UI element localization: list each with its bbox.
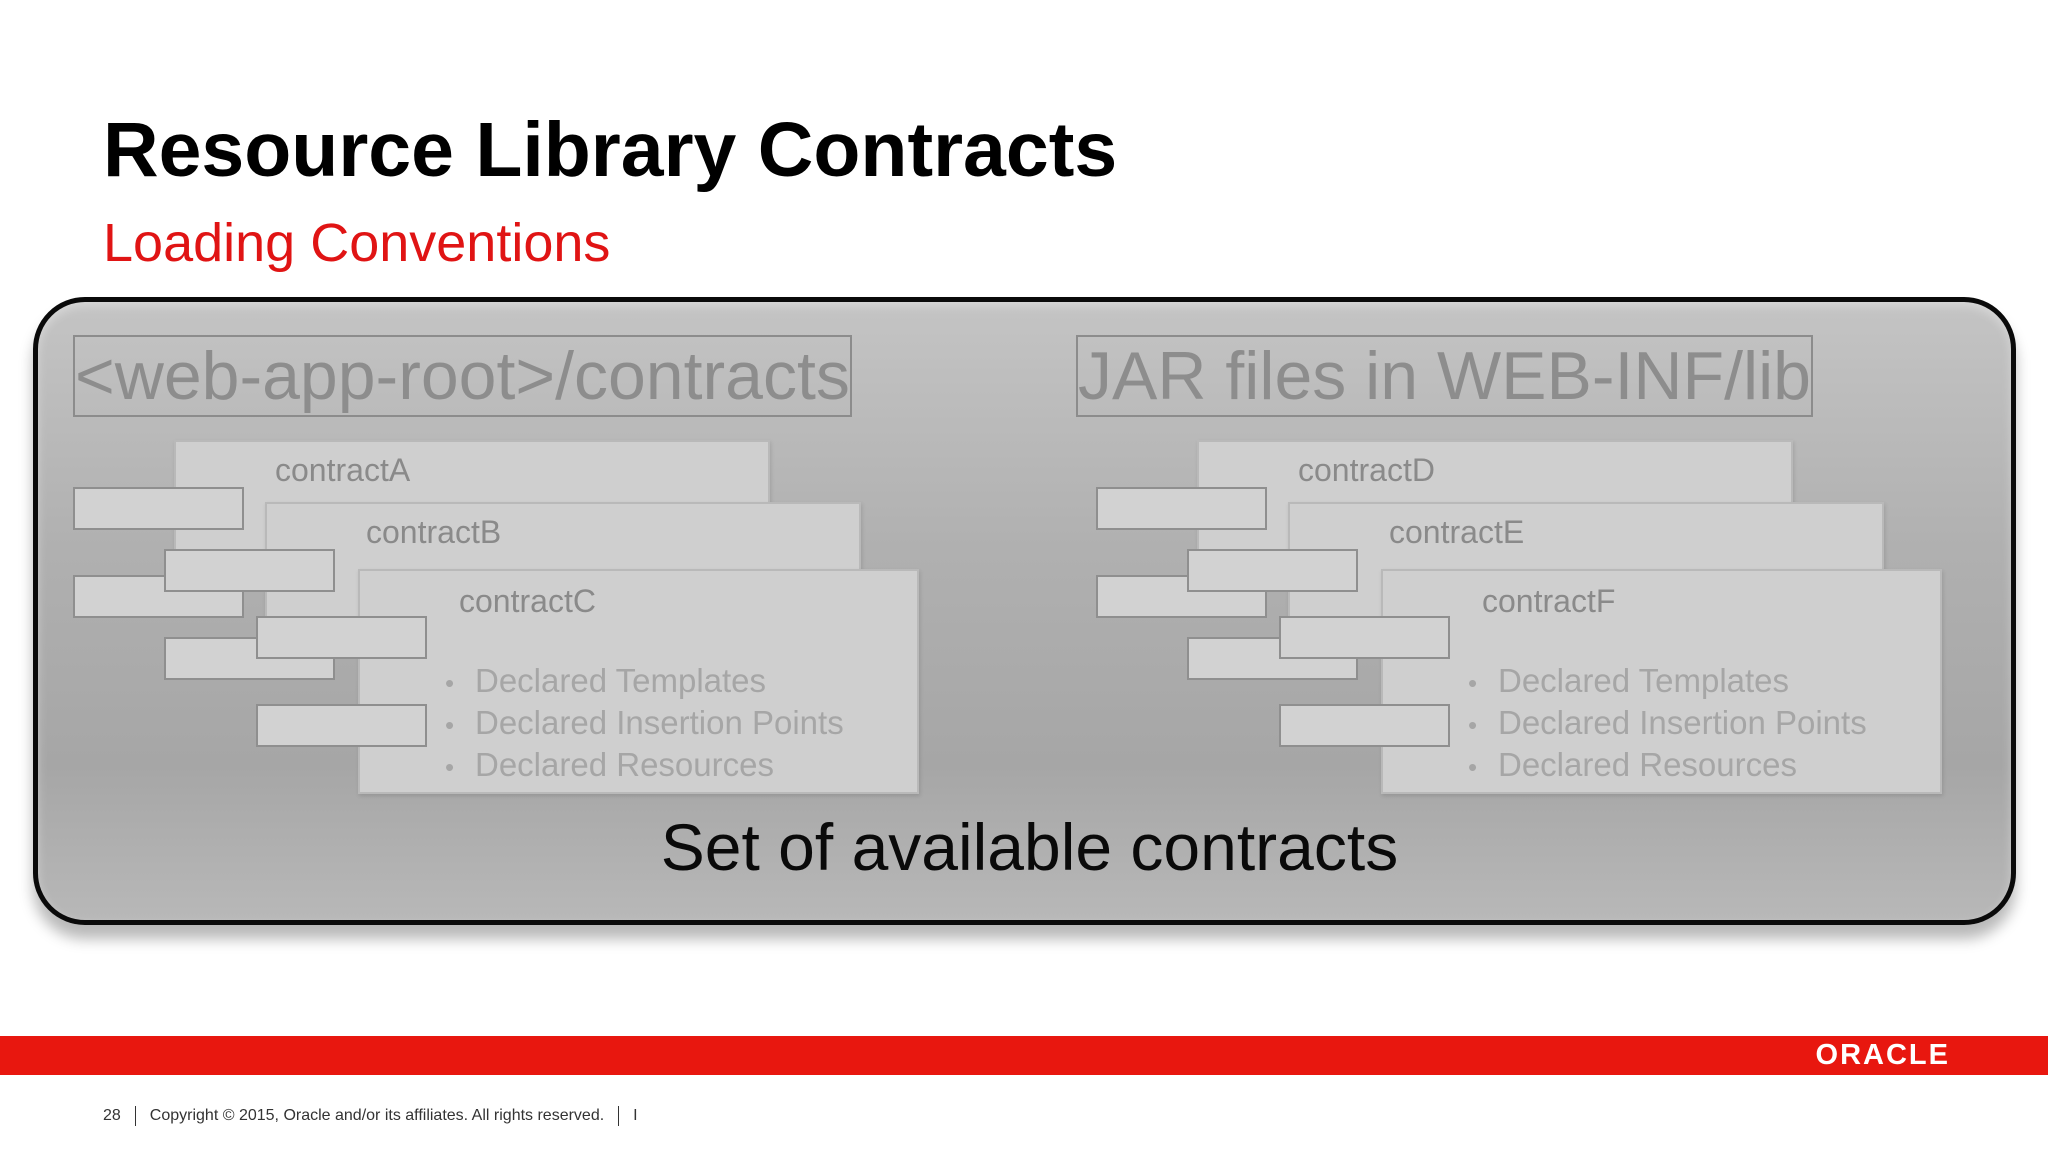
contract-tab bbox=[73, 487, 244, 530]
source-label-jar: JAR files in WEB-INF/lib bbox=[1076, 335, 1813, 417]
contract-tab bbox=[1096, 487, 1267, 530]
contract-name: contractA bbox=[275, 452, 411, 488]
contract-name: contractE bbox=[1389, 514, 1525, 550]
slide-subtitle: Loading Conventions bbox=[103, 213, 611, 273]
container-caption: Set of available contracts bbox=[660, 810, 1399, 884]
contract-name: contractD bbox=[1298, 452, 1435, 488]
contract-tab bbox=[1279, 616, 1450, 659]
footer-mark: I bbox=[633, 1107, 638, 1125]
oracle-logo: ORACLE bbox=[1815, 1039, 1950, 1071]
source-label-webapp: <web-app-root>/contracts bbox=[73, 335, 852, 417]
contract-tab bbox=[256, 704, 427, 747]
feature-item: •Declared Templates bbox=[1468, 662, 1790, 699]
feature-item: •Declared Insertion Points bbox=[1468, 704, 1867, 741]
footer-divider bbox=[618, 1106, 620, 1126]
feature-item: •Declared Resources bbox=[445, 746, 774, 783]
brand-bar bbox=[0, 1036, 2048, 1075]
contract-tab bbox=[1279, 704, 1450, 747]
contract-name: contractB bbox=[366, 514, 502, 550]
contract-name: contractC bbox=[459, 583, 596, 619]
footer-divider bbox=[134, 1106, 136, 1126]
feature-item: •Declared Resources bbox=[1468, 746, 1797, 783]
contract-tab bbox=[256, 616, 427, 659]
contract-features: •Declared Templates •Declared Insertion … bbox=[445, 661, 844, 787]
slide-footer: 28 Copyright © 2015, Oracle and/or its af… bbox=[103, 1106, 638, 1126]
contracts-container: <web-app-root>/contracts contractA contr… bbox=[33, 297, 2016, 925]
contract-name: contractF bbox=[1482, 583, 1616, 619]
contract-features: •Declared Templates •Declared Insertion … bbox=[1468, 661, 1867, 787]
page-number: 28 bbox=[103, 1107, 121, 1125]
copyright-text: Copyright © 2015, Oracle and/or its affi… bbox=[149, 1107, 605, 1125]
contract-card-c: contractC •Declared Templates •Declared … bbox=[358, 569, 919, 794]
slide-title: Resource Library Contracts bbox=[103, 107, 1118, 193]
feature-item: •Declared Templates bbox=[445, 662, 767, 699]
feature-item: •Declared Insertion Points bbox=[445, 704, 844, 741]
contract-tab bbox=[1187, 549, 1358, 592]
contract-card-f: contractF •Declared Templates •Declared … bbox=[1381, 569, 1942, 794]
contract-tab bbox=[164, 549, 335, 592]
